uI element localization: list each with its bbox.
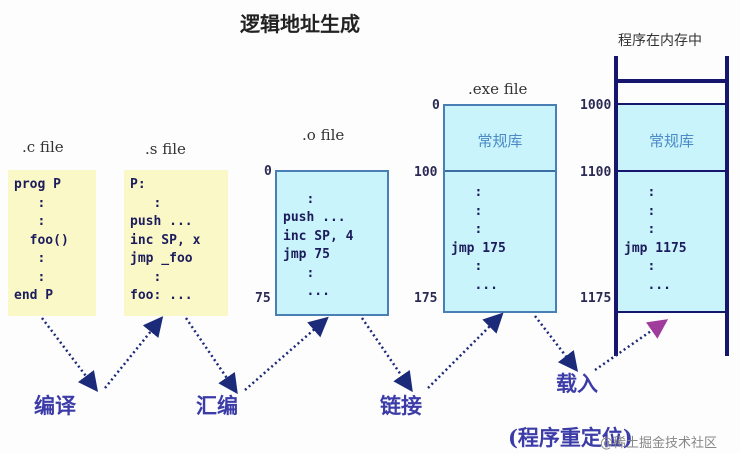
exe-library-label: 常规库	[477, 132, 523, 150]
code-line: :	[451, 259, 483, 274]
arrow-load-to-memory	[594, 319, 669, 372]
code-line: :	[14, 214, 46, 229]
code-line: prog P	[14, 177, 61, 192]
step-compile: 编译	[34, 393, 76, 418]
c-file-label: .c file	[22, 138, 64, 156]
exe-addr-0: 0	[432, 98, 440, 113]
memory-right-wall	[725, 56, 729, 356]
code-line: inc SP, x	[130, 232, 201, 248]
arrow-exe-to-load	[534, 315, 579, 372]
code-line: jmp 1175	[624, 240, 687, 256]
code-line: :	[451, 222, 483, 237]
arrow-c-to-compile	[41, 317, 99, 392]
c-file-box: prog P : : foo() : : end P	[8, 170, 96, 316]
memory-top-line	[614, 79, 729, 83]
o-file-label: .o file	[302, 126, 345, 144]
code-line: foo: ...	[130, 288, 193, 303]
memory-divider	[618, 170, 725, 172]
arrow-compile-to-s	[104, 316, 164, 389]
code-line: :	[624, 259, 656, 274]
code-line: jmp 75	[283, 247, 330, 262]
exe-file-code: : : : jmp 175 : ...	[451, 184, 506, 295]
code-line: :	[624, 222, 656, 237]
c-file-code: prog P : : foo() : : end P	[14, 176, 96, 306]
o-addr-75: 75	[255, 291, 271, 306]
code-line: ...	[624, 277, 671, 293]
arrow-o-to-link	[360, 317, 413, 393]
memory-code: : : : jmp 1175 : ...	[624, 184, 687, 295]
code-line: :	[451, 203, 483, 219]
code-line: :	[451, 185, 483, 200]
arrow-link-to-exe	[427, 312, 504, 389]
diagram-title: 逻辑地址生成	[240, 12, 360, 36]
exe-addr-100: 100	[414, 165, 438, 180]
mem-addr-1175: 1175	[580, 291, 612, 306]
exe-addr-175: 175	[414, 291, 438, 306]
step-relocate: (程序重定位)	[508, 425, 633, 450]
code-line: :	[14, 251, 46, 266]
step-link: 链接	[380, 393, 422, 418]
code-line: end P	[14, 288, 54, 303]
watermark: @稀土掘金技术社区	[600, 436, 718, 451]
mem-addr-1000: 1000	[580, 98, 612, 113]
code-line: :	[624, 185, 656, 200]
code-line: :	[624, 203, 656, 219]
code-line: :	[283, 191, 315, 207]
code-line: inc SP, 4	[283, 228, 354, 244]
memory-left-wall	[614, 56, 618, 356]
code-line: ...	[283, 284, 330, 299]
o-addr-0: 0	[264, 164, 272, 179]
code-line: :	[14, 269, 46, 285]
code-line: :	[130, 269, 162, 285]
s-file-box: P: : push ... inc SP, x jmp _foo : foo: ...	[124, 170, 228, 316]
memory-label: 程序在内存中	[618, 33, 702, 49]
s-file-label: .s file	[145, 140, 186, 158]
o-file-code: : push ... inc SP, 4 jmp 75 : ...	[283, 172, 387, 302]
code-line: :	[14, 195, 46, 211]
code-line: foo()	[14, 232, 69, 248]
exe-divider	[445, 170, 555, 172]
step-load: 载入	[556, 371, 598, 396]
arrow-assemble-to-o	[244, 316, 329, 391]
arrow-s-to-assemble	[184, 317, 238, 395]
code-line: :	[130, 195, 162, 211]
code-line: push ...	[283, 210, 346, 225]
exe-file-box: 常规库 : : : jmp 175 : ...	[443, 104, 557, 313]
memory-program-block: 常规库 : : : jmp 1175 : ...	[618, 103, 725, 313]
s-file-code: P: : push ... inc SP, x jmp _foo : foo: ...	[130, 176, 228, 306]
code-line: :	[283, 265, 315, 281]
memory-library-label: 常规库	[648, 132, 694, 150]
step-assemble: 汇编	[196, 393, 238, 418]
mem-addr-1100: 1100	[580, 165, 612, 180]
exe-file-label: .exe file	[468, 80, 528, 98]
code-line: push ...	[130, 214, 193, 229]
code-line: ...	[451, 277, 498, 293]
o-file-box: : push ... inc SP, 4 jmp 75 : ...	[275, 170, 389, 316]
code-line: jmp 175	[451, 240, 506, 256]
code-line: jmp _foo	[130, 251, 193, 266]
code-line: P:	[130, 177, 146, 192]
